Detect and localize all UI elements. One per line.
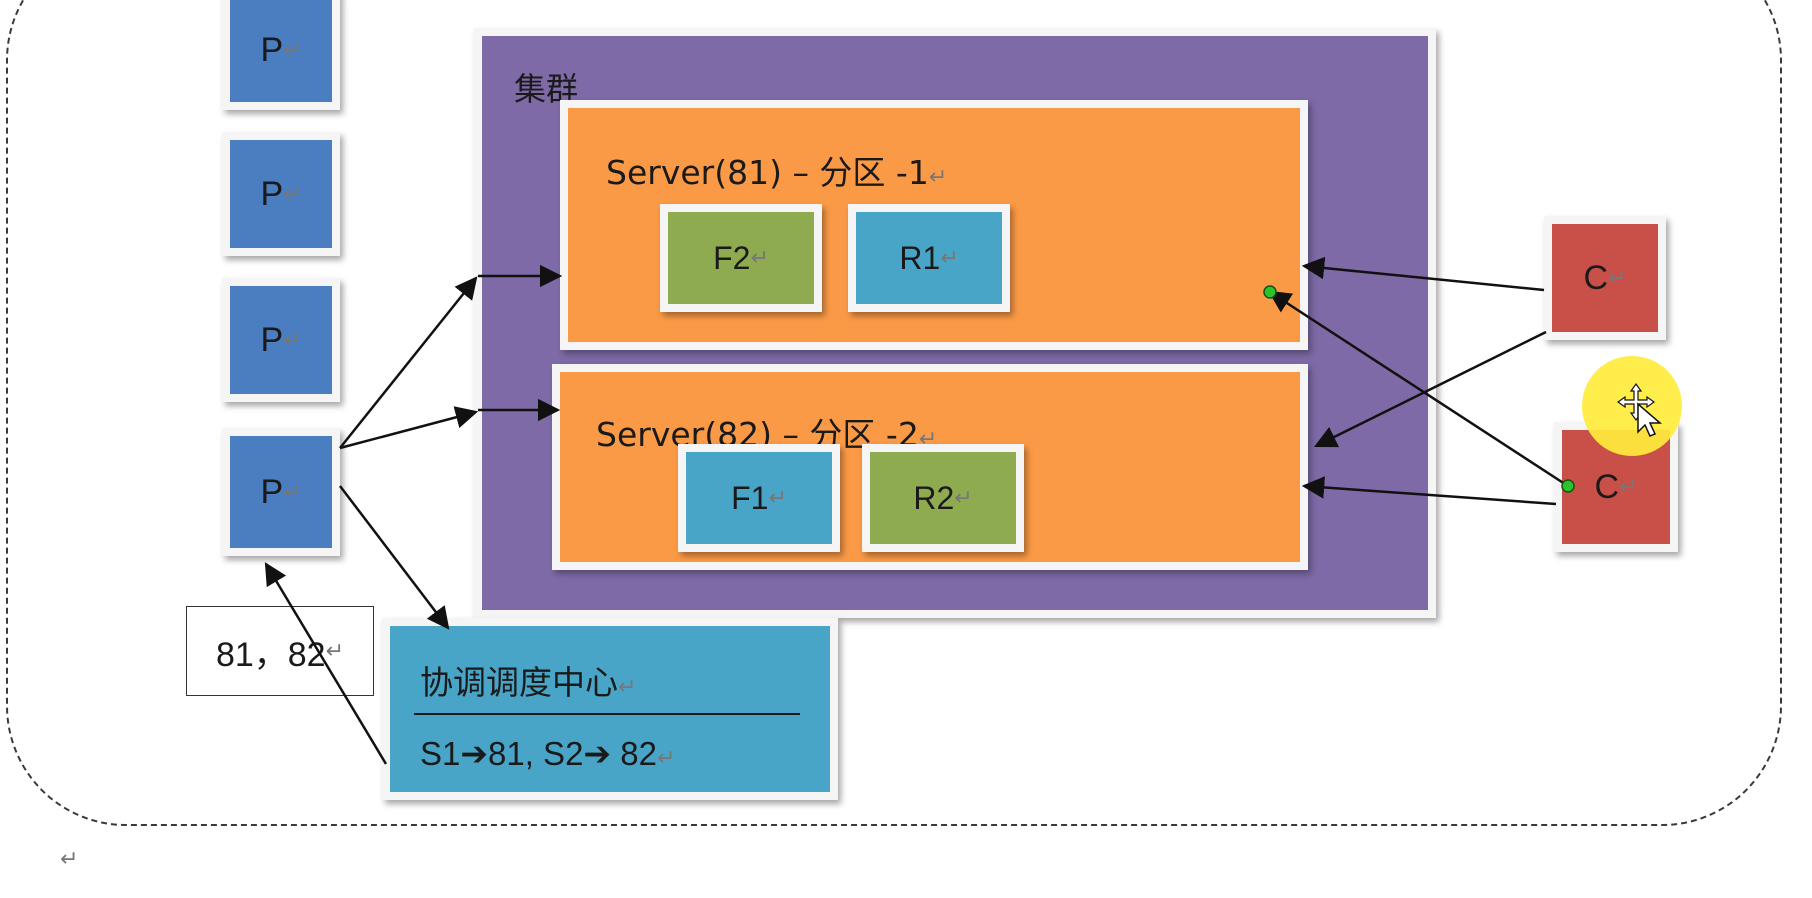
partition-r2[interactable]: R2↵	[862, 444, 1024, 552]
paragraph-mark-icon: ↵	[283, 37, 302, 62]
consumer-box-1[interactable]: C↵	[1544, 216, 1666, 340]
producer-box-4[interactable]: P↵	[222, 428, 340, 556]
paragraph-mark-icon: ↵	[1608, 265, 1627, 290]
paragraph-mark-icon: ↵	[1619, 474, 1638, 499]
connector-handle[interactable]	[1263, 285, 1277, 299]
partition-f1[interactable]: F1↵	[678, 444, 840, 552]
producer-box-3[interactable]: P↵	[222, 278, 340, 402]
producer-label: P	[260, 30, 284, 69]
partition-f2[interactable]: F2↵	[660, 204, 822, 312]
arrow-producer-to-upper-junction	[339, 276, 478, 449]
coordination-center-box[interactable]	[382, 618, 838, 800]
coordination-divider	[414, 713, 800, 715]
paragraph-mark-icon: ↵	[940, 245, 959, 270]
arrow-consumer2-to-server-82	[1301, 476, 1557, 506]
paragraph-mark-icon: ↵	[618, 675, 637, 700]
paragraph-mark-icon: ↵	[954, 485, 973, 510]
coordination-route-mapping: S1➔81, S2➔ 82↵	[420, 735, 676, 772]
partition-r1[interactable]: R1↵	[848, 204, 1010, 312]
arrow-consumer1-to-server-81	[1301, 256, 1545, 292]
cursor-highlight	[1582, 356, 1682, 456]
arrow-producer-to-lower-junction	[339, 406, 479, 450]
arrow-coordinator-to-producer	[264, 562, 388, 765]
paragraph-mark-icon: ↵	[60, 846, 79, 871]
paragraph-mark-icon: ↵	[656, 745, 676, 770]
producer-box-1[interactable]: P↵	[222, 0, 340, 110]
producer-label: P	[260, 320, 284, 359]
move-cursor-icon	[1616, 382, 1663, 437]
arrow-consumer1-to-server-82	[1313, 330, 1547, 448]
system-boundary	[6, 0, 1782, 826]
broker-address-box: 81，82↵	[186, 606, 374, 696]
paragraph-mark-icon: ↵	[325, 638, 345, 663]
server-81-label: Server(81) – 分区 -1↵	[606, 153, 948, 192]
producer-label: P	[260, 174, 284, 213]
paragraph-mark-icon: ↵	[283, 479, 302, 504]
paragraph-mark-icon: ↵	[283, 181, 302, 206]
arrow-producer-to-coordinator	[339, 485, 450, 630]
producer-box-2[interactable]: P↵	[222, 132, 340, 256]
arrow-consumer2-to-server-81	[1268, 290, 1569, 488]
paragraph-mark-icon: ↵	[768, 485, 787, 510]
producer-label: P	[260, 472, 284, 511]
coordination-center-title: 协调调度中心↵	[420, 663, 637, 702]
paragraph-mark-icon: ↵	[750, 245, 769, 270]
connector-handle[interactable]	[1561, 479, 1575, 493]
paragraph-mark-icon: ↵	[928, 165, 948, 190]
paragraph-mark-icon: ↵	[283, 327, 302, 352]
